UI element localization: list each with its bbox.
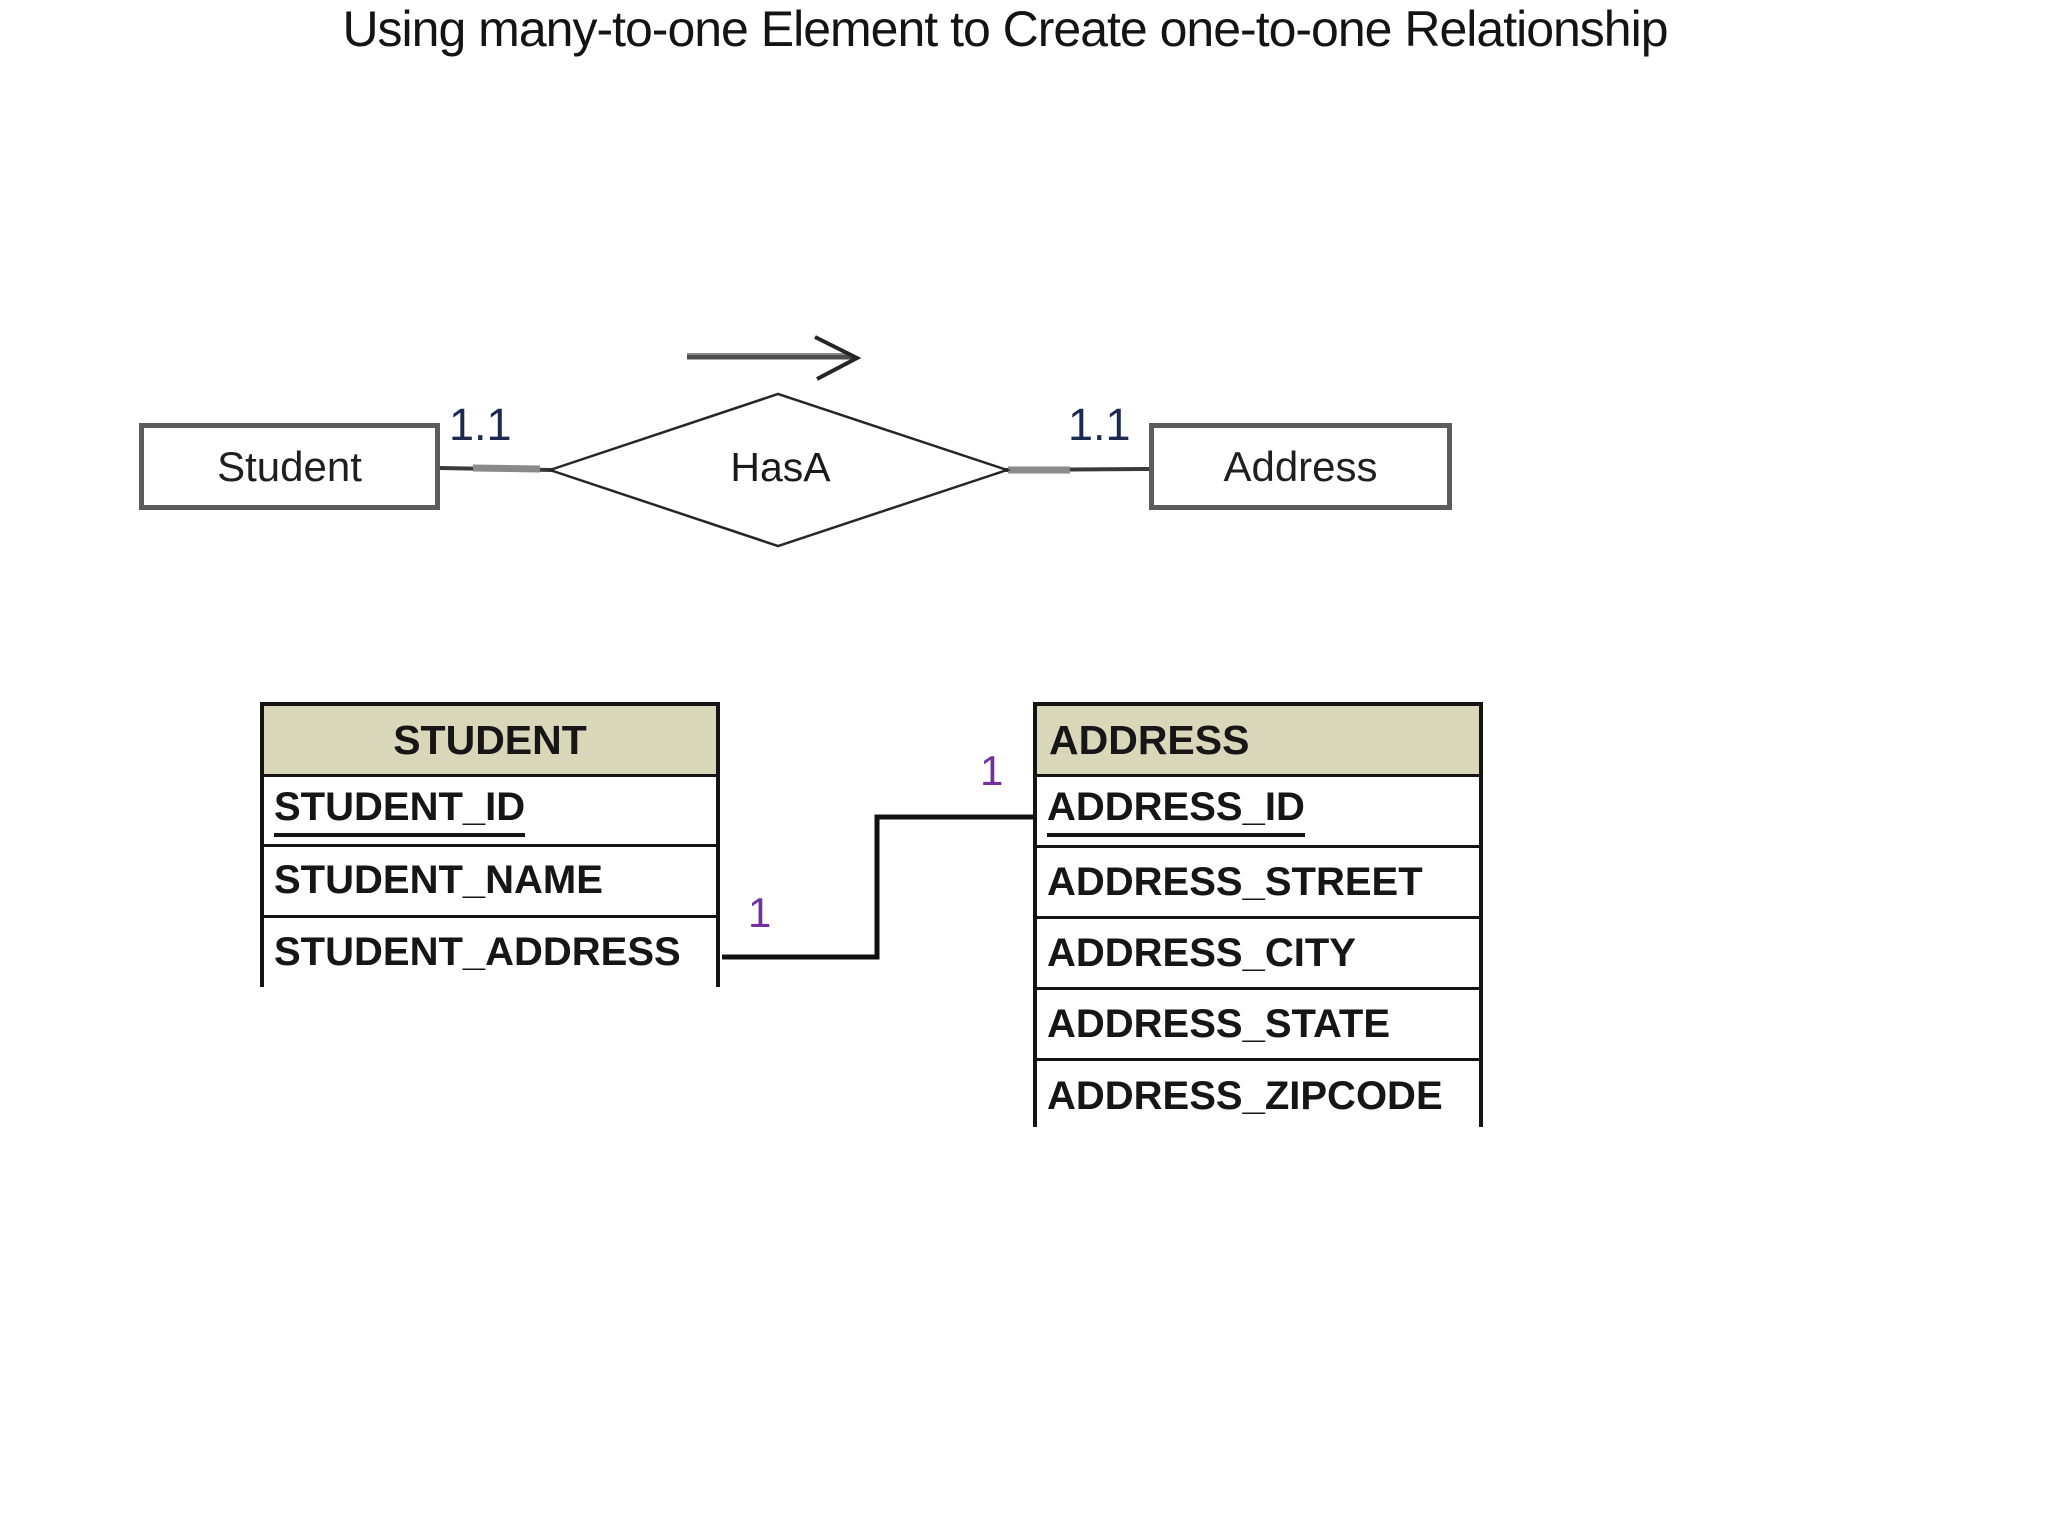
hasa-address-line xyxy=(1004,466,1150,474)
hasa-diamond xyxy=(546,392,1011,548)
table-row-student-name: STUDENT_NAME xyxy=(264,847,716,918)
column-name: ADDRESS_STREET xyxy=(1047,859,1423,904)
page-title: Using many-to-one Element to Create one-… xyxy=(342,1,1668,57)
student-entity-label: Student xyxy=(217,442,362,490)
address-table-header: ADDRESS xyxy=(1037,706,1479,777)
student-entity-box: Student xyxy=(139,423,440,510)
fk-multiplicity-address-label: 1 xyxy=(980,747,1004,794)
fk-multiplicity-student-label: 1 xyxy=(748,889,772,936)
address-table-header-label: ADDRESS xyxy=(1049,716,1250,763)
address-table: ADDRESS ADDRESS_ID ADDRESS_STREET ADDRES… xyxy=(1033,702,1483,1132)
table-row-address-zipcode: ADDRESS_ZIPCODE xyxy=(1037,1061,1479,1132)
column-name: STUDENT_NAME xyxy=(274,858,603,903)
relationship-label: HasA xyxy=(730,444,831,490)
cardinality-left-label: 1.1 xyxy=(449,399,512,450)
student-table-header: STUDENT xyxy=(264,706,716,777)
column-name: ADDRESS_STATE xyxy=(1047,1001,1391,1046)
address-entity-label: Address xyxy=(1223,442,1378,490)
table-row-address-id: ADDRESS_ID xyxy=(1037,777,1479,848)
table-row-address-city: ADDRESS_CITY xyxy=(1037,919,1479,990)
column-name: ADDRESS_ID xyxy=(1047,785,1305,837)
student-address-fk-connector xyxy=(722,814,1035,960)
address-entity-box: Address xyxy=(1149,423,1452,510)
column-name: STUDENT_ADDRESS xyxy=(274,930,681,975)
student-table: STUDENT STUDENT_ID STUDENT_NAME STUDENT_… xyxy=(260,702,720,988)
column-name: STUDENT_ID xyxy=(274,785,526,837)
direction-arrow-icon xyxy=(687,335,862,381)
cardinality-right-label: 1.1 xyxy=(1068,399,1131,450)
column-name: ADDRESS_ZIPCODE xyxy=(1047,1074,1443,1118)
table-row-address-state: ADDRESS_STATE xyxy=(1037,990,1479,1061)
table-row-student-id: STUDENT_ID xyxy=(264,777,716,848)
student-table-header-label: STUDENT xyxy=(393,716,587,763)
table-row-address-street: ADDRESS_STREET xyxy=(1037,848,1479,919)
student-hasa-line xyxy=(439,464,553,473)
table-row-student-address: STUDENT_ADDRESS xyxy=(264,917,716,988)
column-name: ADDRESS_CITY xyxy=(1047,930,1356,975)
